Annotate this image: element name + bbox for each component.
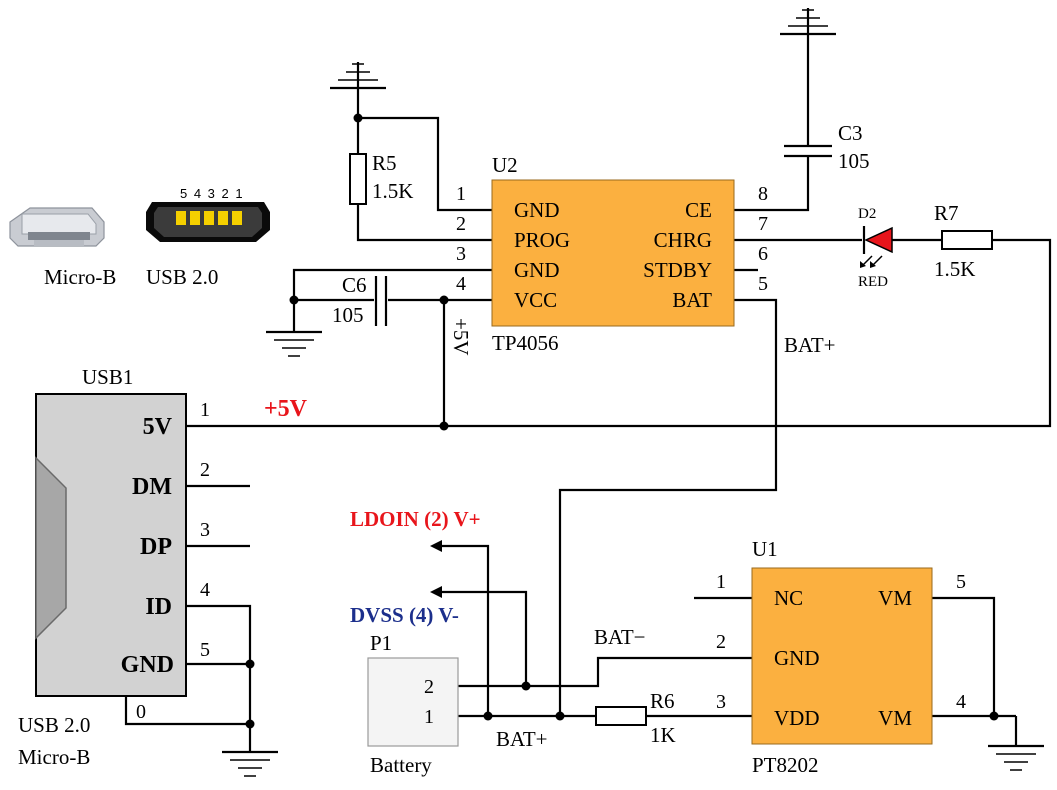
u2-pin-name-stdby: STDBY	[643, 258, 712, 282]
capacitor-c3	[784, 144, 832, 158]
micro-b-photo-label: Micro-B	[44, 265, 116, 289]
u1-pin-num-3: 3	[716, 691, 726, 713]
p1-pin-num-1: 1	[424, 706, 434, 728]
usb-2-0-photo-label: USB 2.0	[146, 265, 218, 289]
ground-symbol-u1	[988, 716, 1044, 771]
u2-part: TP4056	[492, 331, 559, 355]
u2-pin-num-8: 8	[758, 183, 768, 205]
usb1-ref: USB1	[82, 365, 133, 389]
c6-value: 105	[332, 303, 364, 327]
usb1-pin-name-gnd: GND	[121, 652, 174, 678]
r5-value: 1.5K	[372, 179, 413, 203]
u2-pin-name-vcc: VCC	[514, 288, 557, 312]
micro-b-pin-numbers: 5 4 3 2 1	[180, 186, 244, 201]
u2-pin-name-ce: CE	[685, 198, 712, 222]
usb1-pin-num-2: 2	[200, 459, 210, 481]
u2-pin-name-gnd: GND	[514, 198, 560, 222]
net-label-plus5v-main: +5V	[264, 396, 308, 422]
p1-pin-num-2: 2	[424, 676, 434, 698]
u2-pin-name-chrg: CHRG	[654, 228, 712, 252]
u2-pin-name-bat: BAT	[672, 288, 712, 312]
u1-pin-num-2: 2	[716, 631, 726, 653]
p1-ref: P1	[370, 631, 392, 655]
usb1-pin-name-dp: DP	[140, 534, 172, 560]
ic-u2-body	[491, 179, 735, 327]
net-label-ldoin: LDOIN (2) V+	[350, 507, 481, 531]
micro-b-connector-front-view	[146, 202, 270, 242]
c6-ref: C6	[342, 273, 367, 297]
usb1-pin-num-5: 5	[200, 639, 210, 661]
r6-value: 1K	[650, 723, 676, 747]
u1-pin-num-5: 5	[956, 571, 966, 593]
usb1-pin-num-3: 3	[200, 519, 210, 541]
ground-symbol-c3	[780, 8, 836, 36]
u2-pin-num-6: 6	[758, 243, 768, 265]
c3-value: 105	[838, 149, 870, 173]
resistor-r5	[349, 153, 367, 205]
c3-ref: C3	[838, 121, 863, 145]
u1-part: PT8202	[752, 753, 819, 777]
net-label-bat-minus: BAT−	[594, 625, 646, 649]
u2-pin-num-7: 7	[758, 213, 768, 235]
r6-ref: R6	[650, 689, 675, 713]
d2-ref: D2	[858, 206, 876, 222]
u2-pin-num-5: 5	[758, 273, 768, 295]
usb1-caption-line1: USB 2.0	[18, 713, 90, 737]
u1-pin-name-nc: NC	[774, 586, 803, 610]
net-label-bat-plus-top: BAT+	[784, 333, 836, 357]
net-label-dvss: DVSS (4) V-	[350, 603, 459, 627]
net-label-plus5v-vertical: +5V	[449, 318, 473, 356]
u2-pin-num-1: 1	[456, 183, 466, 205]
junction-dots	[245, 113, 999, 729]
u2-pin-name-gnd-2: GND	[514, 258, 560, 282]
usb1-pin-num-1: 1	[200, 399, 210, 421]
u1-pin-num-4: 4	[956, 691, 966, 713]
led-d2	[860, 226, 893, 268]
u2-pin-num-2: 2	[456, 213, 466, 235]
usb1-pin-name-5v: 5V	[143, 414, 173, 440]
ground-symbol-usb	[222, 724, 278, 777]
net-label-bat-plus-bottom: BAT+	[496, 727, 548, 751]
capacitor-c6	[374, 276, 388, 326]
usb1-receptacle-shape	[35, 456, 67, 640]
u1-pin-name-vm-4: VM	[878, 706, 912, 730]
u1-pin-name-vdd: VDD	[774, 706, 820, 730]
usb1-pin-num-0: 0	[136, 701, 146, 723]
u1-ref: U1	[752, 537, 778, 561]
r5-ref: R5	[372, 151, 397, 175]
battery-connector-p1	[367, 657, 459, 747]
d2-color-label: RED	[858, 274, 888, 290]
u2-pin-name-prog: PROG	[514, 228, 570, 252]
u1-pin-name-vm-5: VM	[878, 586, 912, 610]
resistor-r7	[941, 230, 993, 250]
usb1-caption-line2: Micro-B	[18, 745, 90, 769]
p1-caption: Battery	[370, 753, 432, 777]
usb1-pin-num-4: 4	[200, 579, 210, 601]
u2-ref: U2	[492, 153, 518, 177]
r7-value: 1.5K	[934, 257, 975, 281]
u1-pin-name-gnd: GND	[774, 646, 820, 670]
u2-pin-num-3: 3	[456, 243, 466, 265]
ic-u1-body	[751, 567, 933, 745]
usb1-pin-name-dm: DM	[132, 474, 172, 500]
r7-ref: R7	[934, 201, 959, 225]
resistor-r6	[595, 706, 647, 726]
micro-b-connector-photo	[9, 207, 105, 247]
usb1-pin-name-id: ID	[145, 594, 172, 620]
u1-pin-num-1: 1	[716, 571, 726, 593]
u2-pin-num-4: 4	[456, 273, 466, 295]
ground-symbol-c6	[266, 300, 322, 357]
ground-symbol-r5	[330, 62, 386, 90]
